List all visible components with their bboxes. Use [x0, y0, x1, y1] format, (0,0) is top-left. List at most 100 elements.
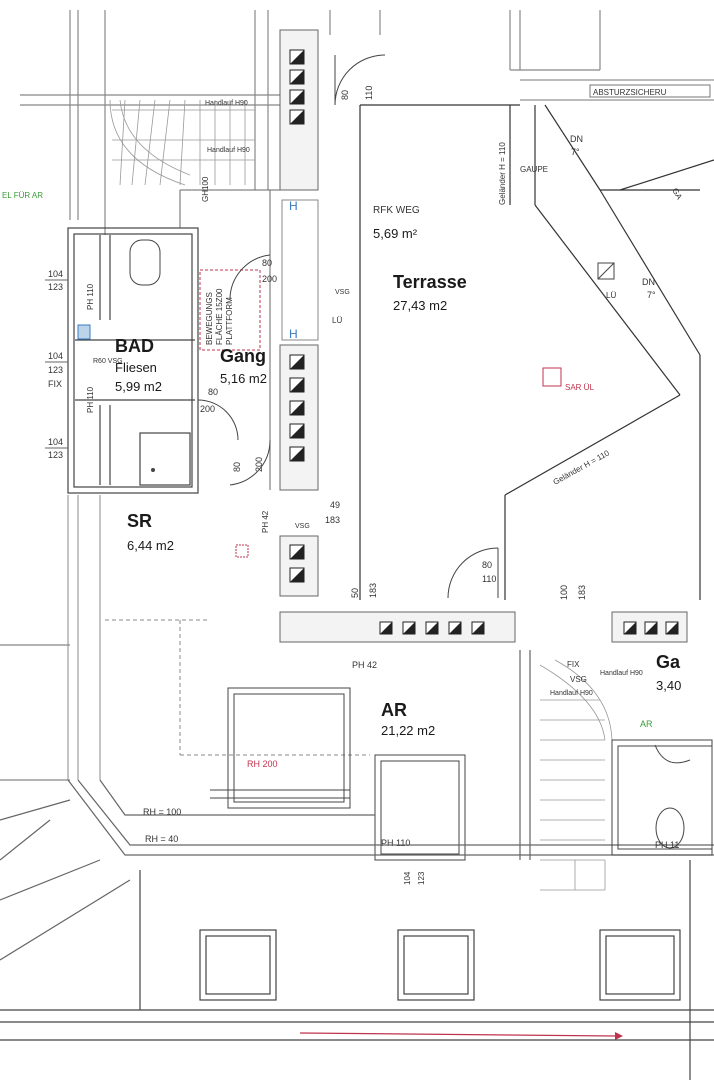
dim-104-c: 104	[48, 437, 63, 447]
bew-label-3: PLATTFORM	[225, 297, 234, 345]
sr-marker	[235, 544, 249, 558]
door-arc-gang	[229, 254, 271, 301]
bad-name: BAD	[115, 336, 154, 356]
rh200-label: RH 200	[247, 759, 278, 769]
wall-column-mid	[279, 344, 319, 491]
gelaender-label-1: Geländer H = 110	[498, 142, 507, 205]
wall-column-low	[279, 535, 319, 597]
bad-walls	[67, 227, 199, 494]
ph110-label-c: PH 110	[381, 838, 410, 848]
gaupe-label: GAUPE	[520, 165, 548, 174]
sar-box	[542, 367, 562, 387]
door-arc-top	[334, 54, 386, 106]
ar-area: 21,22 m2	[381, 723, 435, 738]
shower	[139, 432, 191, 486]
gang-area: 5,16 m2	[220, 371, 267, 386]
sr-walls	[67, 495, 370, 780]
skylight-box	[597, 262, 615, 280]
toilet	[129, 239, 161, 286]
gang2-area: 3,40	[656, 678, 681, 693]
dim-183-b: 183	[368, 583, 378, 598]
absturz-label: ABSTURZSICHERU	[593, 88, 667, 97]
far-ar-label: EL FÜR AR	[2, 191, 43, 200]
terrace-outline	[359, 104, 714, 600]
fix-label-1: FIX	[48, 379, 62, 389]
red-arrow	[299, 1032, 616, 1037]
dim-80-gang-2: 80	[232, 462, 242, 472]
dim-123-c: 123	[48, 450, 63, 460]
rfk-weg-label: RFK WEG	[373, 205, 420, 216]
dim-49: 49	[330, 500, 340, 510]
h-markers: H H H H	[287, 199, 514, 640]
rh100-label: RH = 100	[143, 807, 181, 817]
dim-80-gang: 80	[262, 258, 272, 268]
dim-104-d: 104	[403, 871, 412, 885]
outer-walls	[0, 10, 601, 781]
dn-label-1: DN	[570, 134, 583, 144]
handlauf-label-1: Handlauf H90	[205, 100, 248, 107]
sar-label: SAR ÜL	[565, 383, 594, 392]
door-arc-bad	[197, 399, 239, 441]
stair-top-left	[109, 99, 255, 186]
handlauf-label-3: Handlauf H90	[600, 670, 643, 677]
perimeter-bottom	[0, 779, 714, 961]
h-marker-1: H	[289, 199, 298, 213]
ph110-label-a: PH 110	[86, 283, 95, 310]
dim-80-terrace: 80	[482, 560, 492, 570]
dim-123-b: 123	[48, 365, 63, 375]
ph110-label-b: PH 110	[86, 386, 95, 413]
sr-name: SR	[127, 511, 152, 531]
dim-50: 50	[350, 588, 360, 598]
lu-label-1: LÜ	[332, 316, 342, 325]
bew-label-2: FLÄCHE 15Z00	[215, 288, 224, 345]
handlauf-label-2: Handlauf H90	[207, 147, 250, 154]
gh100-label: GH100	[201, 176, 210, 202]
stair-right	[539, 659, 613, 891]
vsg-label-2: VSG	[295, 523, 310, 530]
deg-label-1: 7°	[571, 147, 580, 157]
bad-finish: Fliesen	[115, 360, 157, 375]
rfk-area-label: 5,69 m²	[373, 226, 418, 241]
ar-name: AR	[381, 700, 407, 720]
deg-label-2: 7°	[647, 290, 656, 300]
dim-183-c: 183	[577, 585, 587, 600]
wall-horizontal	[279, 611, 688, 643]
dim-100: 100	[559, 585, 569, 600]
dims-left: 104 123 104 123 FIX 104 123	[45, 269, 68, 460]
dim-200-bad: 200	[200, 404, 215, 414]
dim-104-b: 104	[48, 351, 63, 361]
ph110-label-d: PH 11	[655, 840, 679, 850]
vsg-label-3: VSG	[570, 675, 587, 684]
sr-area: 6,44 m2	[127, 538, 174, 553]
dim-200-gang-2: 200	[254, 457, 264, 472]
dn-label-2: DN	[642, 277, 655, 287]
wall-column-top	[279, 29, 319, 191]
h-marker-2: H	[289, 327, 298, 341]
bew-dashed	[199, 269, 261, 351]
door-arc-gang-2	[229, 439, 271, 486]
dim-104-a: 104	[48, 269, 63, 279]
dim-110-terrace: 110	[482, 574, 496, 584]
r60-label: R60 VSG	[93, 358, 123, 365]
gang-name: Gang	[220, 346, 266, 366]
dim-200-gang: 200	[262, 274, 277, 284]
handlauf-label-4: Handlauf H90	[550, 690, 593, 697]
ar-green-label: AR	[640, 719, 653, 729]
ar-walls	[210, 650, 531, 861]
dim-123-a: 123	[48, 282, 63, 292]
terrasse-name: Terrasse	[393, 272, 467, 292]
ph42-label-b: PH 42	[352, 660, 377, 670]
bottom-windows	[0, 860, 714, 1080]
dim-123-d: 123	[417, 871, 426, 885]
lu-label-2: LÜ	[606, 291, 616, 300]
door-arc-terrace	[447, 547, 499, 599]
gelaender-label-2: Geländer H = 110	[552, 448, 612, 487]
dim-183-a: 183	[325, 515, 340, 525]
vsg-label-1: VSG	[335, 289, 350, 296]
bew-label-1: BEWEGUNGS	[205, 292, 214, 345]
gaupe-right-label: GA	[670, 187, 684, 202]
rh40-label: RH = 40	[145, 834, 178, 844]
dim-80-top: 80	[340, 90, 350, 100]
gang2-name: Ga	[656, 652, 681, 672]
